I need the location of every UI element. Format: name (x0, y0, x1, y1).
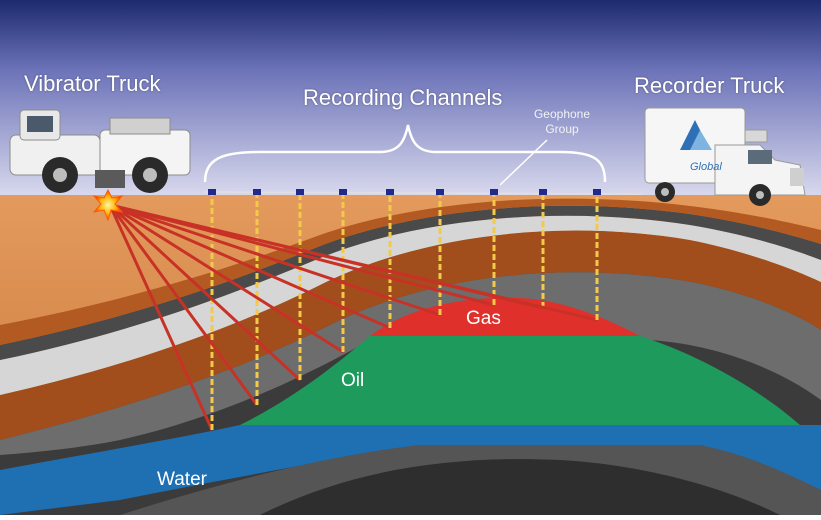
incident-ray (109, 203, 598, 322)
vibrator-truck-label: Vibrator Truck (24, 71, 161, 96)
recording-channels-label: Recording Channels (303, 85, 503, 110)
brown-layer (0, 230, 821, 440)
recorder-truck-label: Recorder Truck (634, 73, 785, 98)
water-layer-right (700, 425, 821, 475)
incident-ray (109, 203, 391, 330)
geophone-icon (253, 189, 261, 195)
incident-ray (109, 203, 441, 317)
incident-ray (108, 204, 259, 406)
incident-ray (109, 203, 344, 354)
recording-channels-bracket (203, 124, 607, 183)
seismic-rays (108, 195, 599, 431)
geophone-group-line1: Geophone (533, 107, 591, 121)
geophone-icon (593, 189, 601, 195)
geophone-icon (490, 189, 498, 195)
blast-icon (92, 188, 124, 222)
gas-reservoir (370, 297, 640, 336)
shallow-brown-band (0, 198, 821, 345)
water-label: Water (157, 469, 207, 490)
geophone-icon (386, 189, 394, 195)
water-layer (0, 425, 821, 515)
oil-label: Oil (341, 370, 365, 391)
geophone-icon (339, 189, 347, 195)
recorder-truck-icon: Global (644, 107, 806, 206)
geophone-icon (208, 189, 216, 195)
geophone-group-line2: Group (545, 122, 579, 136)
bottom-dark-arc (260, 459, 780, 515)
mid-gray-layer (0, 272, 821, 455)
geophone-icon (539, 189, 547, 195)
geophone-icon (436, 189, 444, 195)
incident-ray (108, 203, 302, 382)
geophone-icon (296, 189, 304, 195)
geophone-group-pointer (499, 139, 548, 186)
geophone-group-label: Geophone Group (530, 107, 594, 137)
gas-label: Gas (466, 308, 501, 329)
geophone-array (208, 189, 601, 195)
incident-ray (108, 204, 214, 431)
truck-logo-text: Global (690, 161, 722, 173)
oil-reservoir (240, 336, 800, 425)
vibrator-truck-icon (9, 109, 191, 193)
recording-cable (204, 191, 643, 195)
